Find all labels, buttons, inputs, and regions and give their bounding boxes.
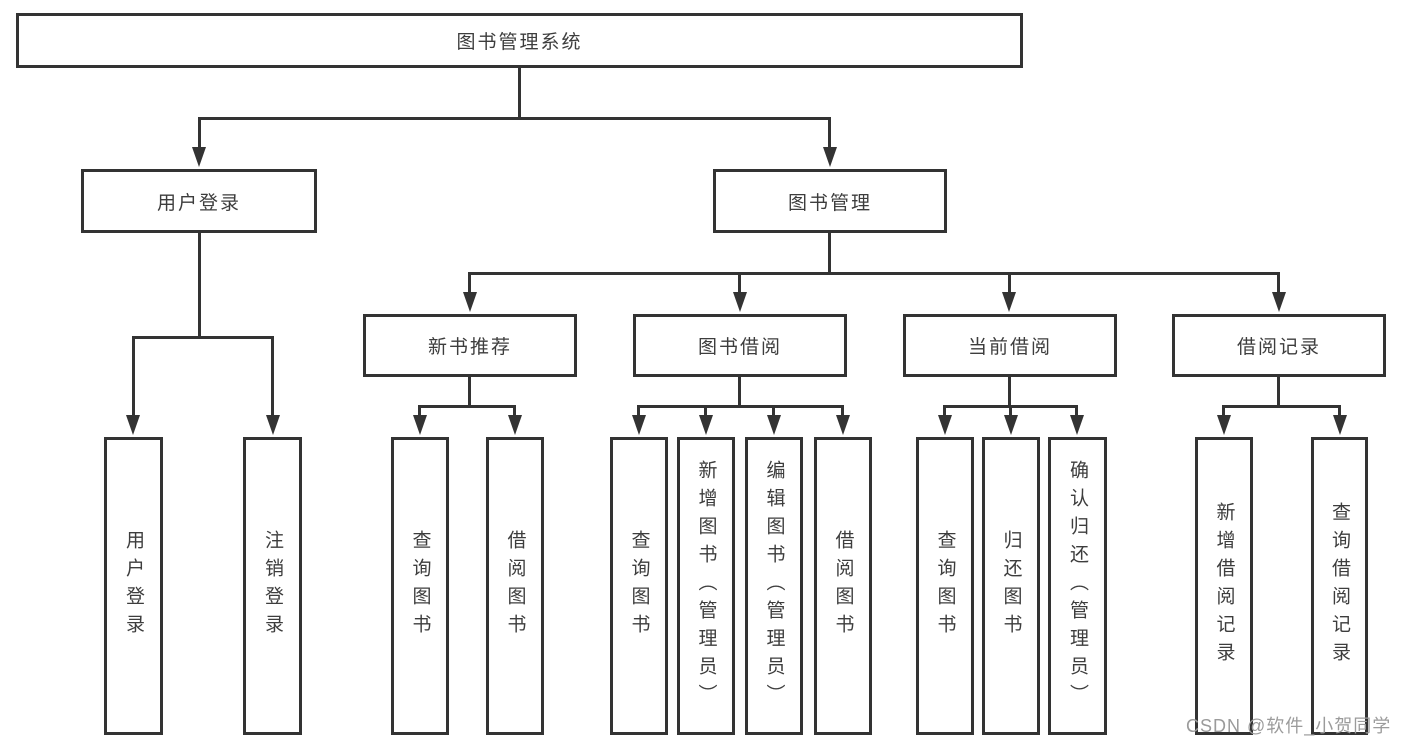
leaf-label: 新增借阅记录 xyxy=(1213,502,1235,670)
connector-recommend-hline xyxy=(418,405,516,408)
connector-arrow-book-management-line xyxy=(828,117,831,150)
leaf-label: 查询借阅记录 xyxy=(1329,502,1350,670)
leaf-query-books-recommend: 查询图书 xyxy=(391,437,449,735)
leaf-label: 借阅图书 xyxy=(504,530,526,642)
connector-arrow-leaf-logout-line xyxy=(271,336,274,418)
connector-records-stem xyxy=(1277,377,1280,407)
connector-arrow-bor-add-line xyxy=(704,405,707,418)
arrowhead-cur-confirm-icon xyxy=(1070,415,1084,435)
leaf-query-borrow-record: 查询借阅记录 xyxy=(1311,437,1368,735)
connector-arrow-current-line xyxy=(1008,272,1011,295)
node-borrowing-records: 借阅记录 xyxy=(1172,314,1386,377)
arrowhead-rec-add-icon xyxy=(1217,415,1231,435)
leaf-label: 注销登录 xyxy=(262,530,283,642)
leaf-edit-books-admin: 编辑图书（管理员） xyxy=(745,437,803,735)
connector-arrow-rec-borrow-line xyxy=(513,405,516,418)
leaf-label: 用户登录 xyxy=(123,530,144,642)
connector-borrowing-stem xyxy=(738,377,741,407)
arrowhead-cur-return-icon xyxy=(1004,415,1018,435)
connector-arrow-bor-query-line xyxy=(637,405,640,418)
connector-book-management-stem xyxy=(828,233,831,275)
leaf-logout: 注销登录 xyxy=(243,437,302,735)
connector-arrow-rec-query2-line xyxy=(1338,405,1341,418)
arrowhead-rec-borrow-icon xyxy=(508,415,522,435)
connector-current-stem xyxy=(1008,377,1011,407)
arrowhead-borrowing-icon xyxy=(733,292,747,312)
connector-arrow-bor-borrow-line xyxy=(841,405,844,418)
connector-borrowing-hline xyxy=(637,405,844,408)
leaf-label: 归还图书 xyxy=(1000,530,1022,642)
leaf-add-borrow-record: 新增借阅记录 xyxy=(1195,437,1253,735)
connector-arrow-records-line xyxy=(1277,272,1280,295)
arrowhead-recommend-icon xyxy=(463,292,477,312)
connector-arrow-bor-edit-line xyxy=(772,405,775,418)
node-library-management-system: 图书管理系统 xyxy=(16,13,1023,68)
leaf-return-books: 归还图书 xyxy=(982,437,1040,735)
connector-arrow-rec-add-line xyxy=(1222,405,1225,418)
arrowhead-book-management-icon xyxy=(823,147,837,167)
arrowhead-bor-add-icon xyxy=(699,415,713,435)
csdn-watermark: CSDN @软件_小贺同学 xyxy=(1186,716,1392,736)
arrowhead-user-login-icon xyxy=(192,147,206,167)
connector-arrow-cur-return-line xyxy=(1009,405,1012,418)
arrowhead-leaf-logout-icon xyxy=(266,415,280,435)
arrowhead-bor-query-icon xyxy=(632,415,646,435)
connector-arrow-user-login-line xyxy=(198,117,201,150)
connector-level1-hline xyxy=(198,117,831,120)
leaf-borrow-books-recommend: 借阅图书 xyxy=(486,437,544,735)
leaf-confirm-return-admin: 确认归还（管理员） xyxy=(1048,437,1107,735)
connector-arrow-borrowing-line xyxy=(738,272,741,295)
connector-recommend-stem xyxy=(468,377,471,407)
arrowhead-rec-query2-icon xyxy=(1333,415,1347,435)
node-user-login: 用户登录 xyxy=(81,169,317,233)
leaf-label: 编辑图书（管理员） xyxy=(763,460,785,712)
connector-arrow-rec-query-line xyxy=(418,405,421,418)
leaf-label: 查询图书 xyxy=(628,530,650,642)
leaf-label: 新增图书（管理员） xyxy=(695,460,717,712)
node-current-borrowing: 当前借阅 xyxy=(903,314,1117,377)
arrowhead-bor-edit-icon xyxy=(767,415,781,435)
arrowhead-records-icon xyxy=(1272,292,1286,312)
leaf-label: 借阅图书 xyxy=(832,530,854,642)
leaf-query-books-borrowing: 查询图书 xyxy=(610,437,668,735)
connector-user-login-hline xyxy=(132,336,274,339)
connector-user-login-stem xyxy=(198,233,201,338)
leaf-borrow-books-borrowing: 借阅图书 xyxy=(814,437,872,735)
leaf-label: 查询图书 xyxy=(409,530,431,642)
arrowhead-rec-query-icon xyxy=(413,415,427,435)
arrowhead-bor-borrow-icon xyxy=(836,415,850,435)
leaf-label: 确认归还（管理员） xyxy=(1067,460,1088,712)
connector-root-stem xyxy=(518,68,521,120)
connector-arrow-cur-query-line xyxy=(943,405,946,418)
connector-level2-hline xyxy=(468,272,1280,275)
leaf-user-login: 用户登录 xyxy=(104,437,163,735)
leaf-add-books-admin: 新增图书（管理员） xyxy=(677,437,735,735)
arrowhead-current-icon xyxy=(1002,292,1016,312)
node-book-management: 图书管理 xyxy=(713,169,947,233)
connector-arrow-leaf-user-login-line xyxy=(132,336,135,418)
arrowhead-leaf-user-login-icon xyxy=(126,415,140,435)
node-new-book-recommendation: 新书推荐 xyxy=(363,314,577,377)
leaf-query-books-current: 查询图书 xyxy=(916,437,974,735)
connector-arrow-recommend-line xyxy=(468,272,471,295)
node-book-borrowing: 图书借阅 xyxy=(633,314,847,377)
leaf-label: 查询图书 xyxy=(934,530,956,642)
connector-arrow-cur-confirm-line xyxy=(1075,405,1078,418)
connector-records-hline xyxy=(1222,405,1341,408)
arrowhead-cur-query-icon xyxy=(938,415,952,435)
